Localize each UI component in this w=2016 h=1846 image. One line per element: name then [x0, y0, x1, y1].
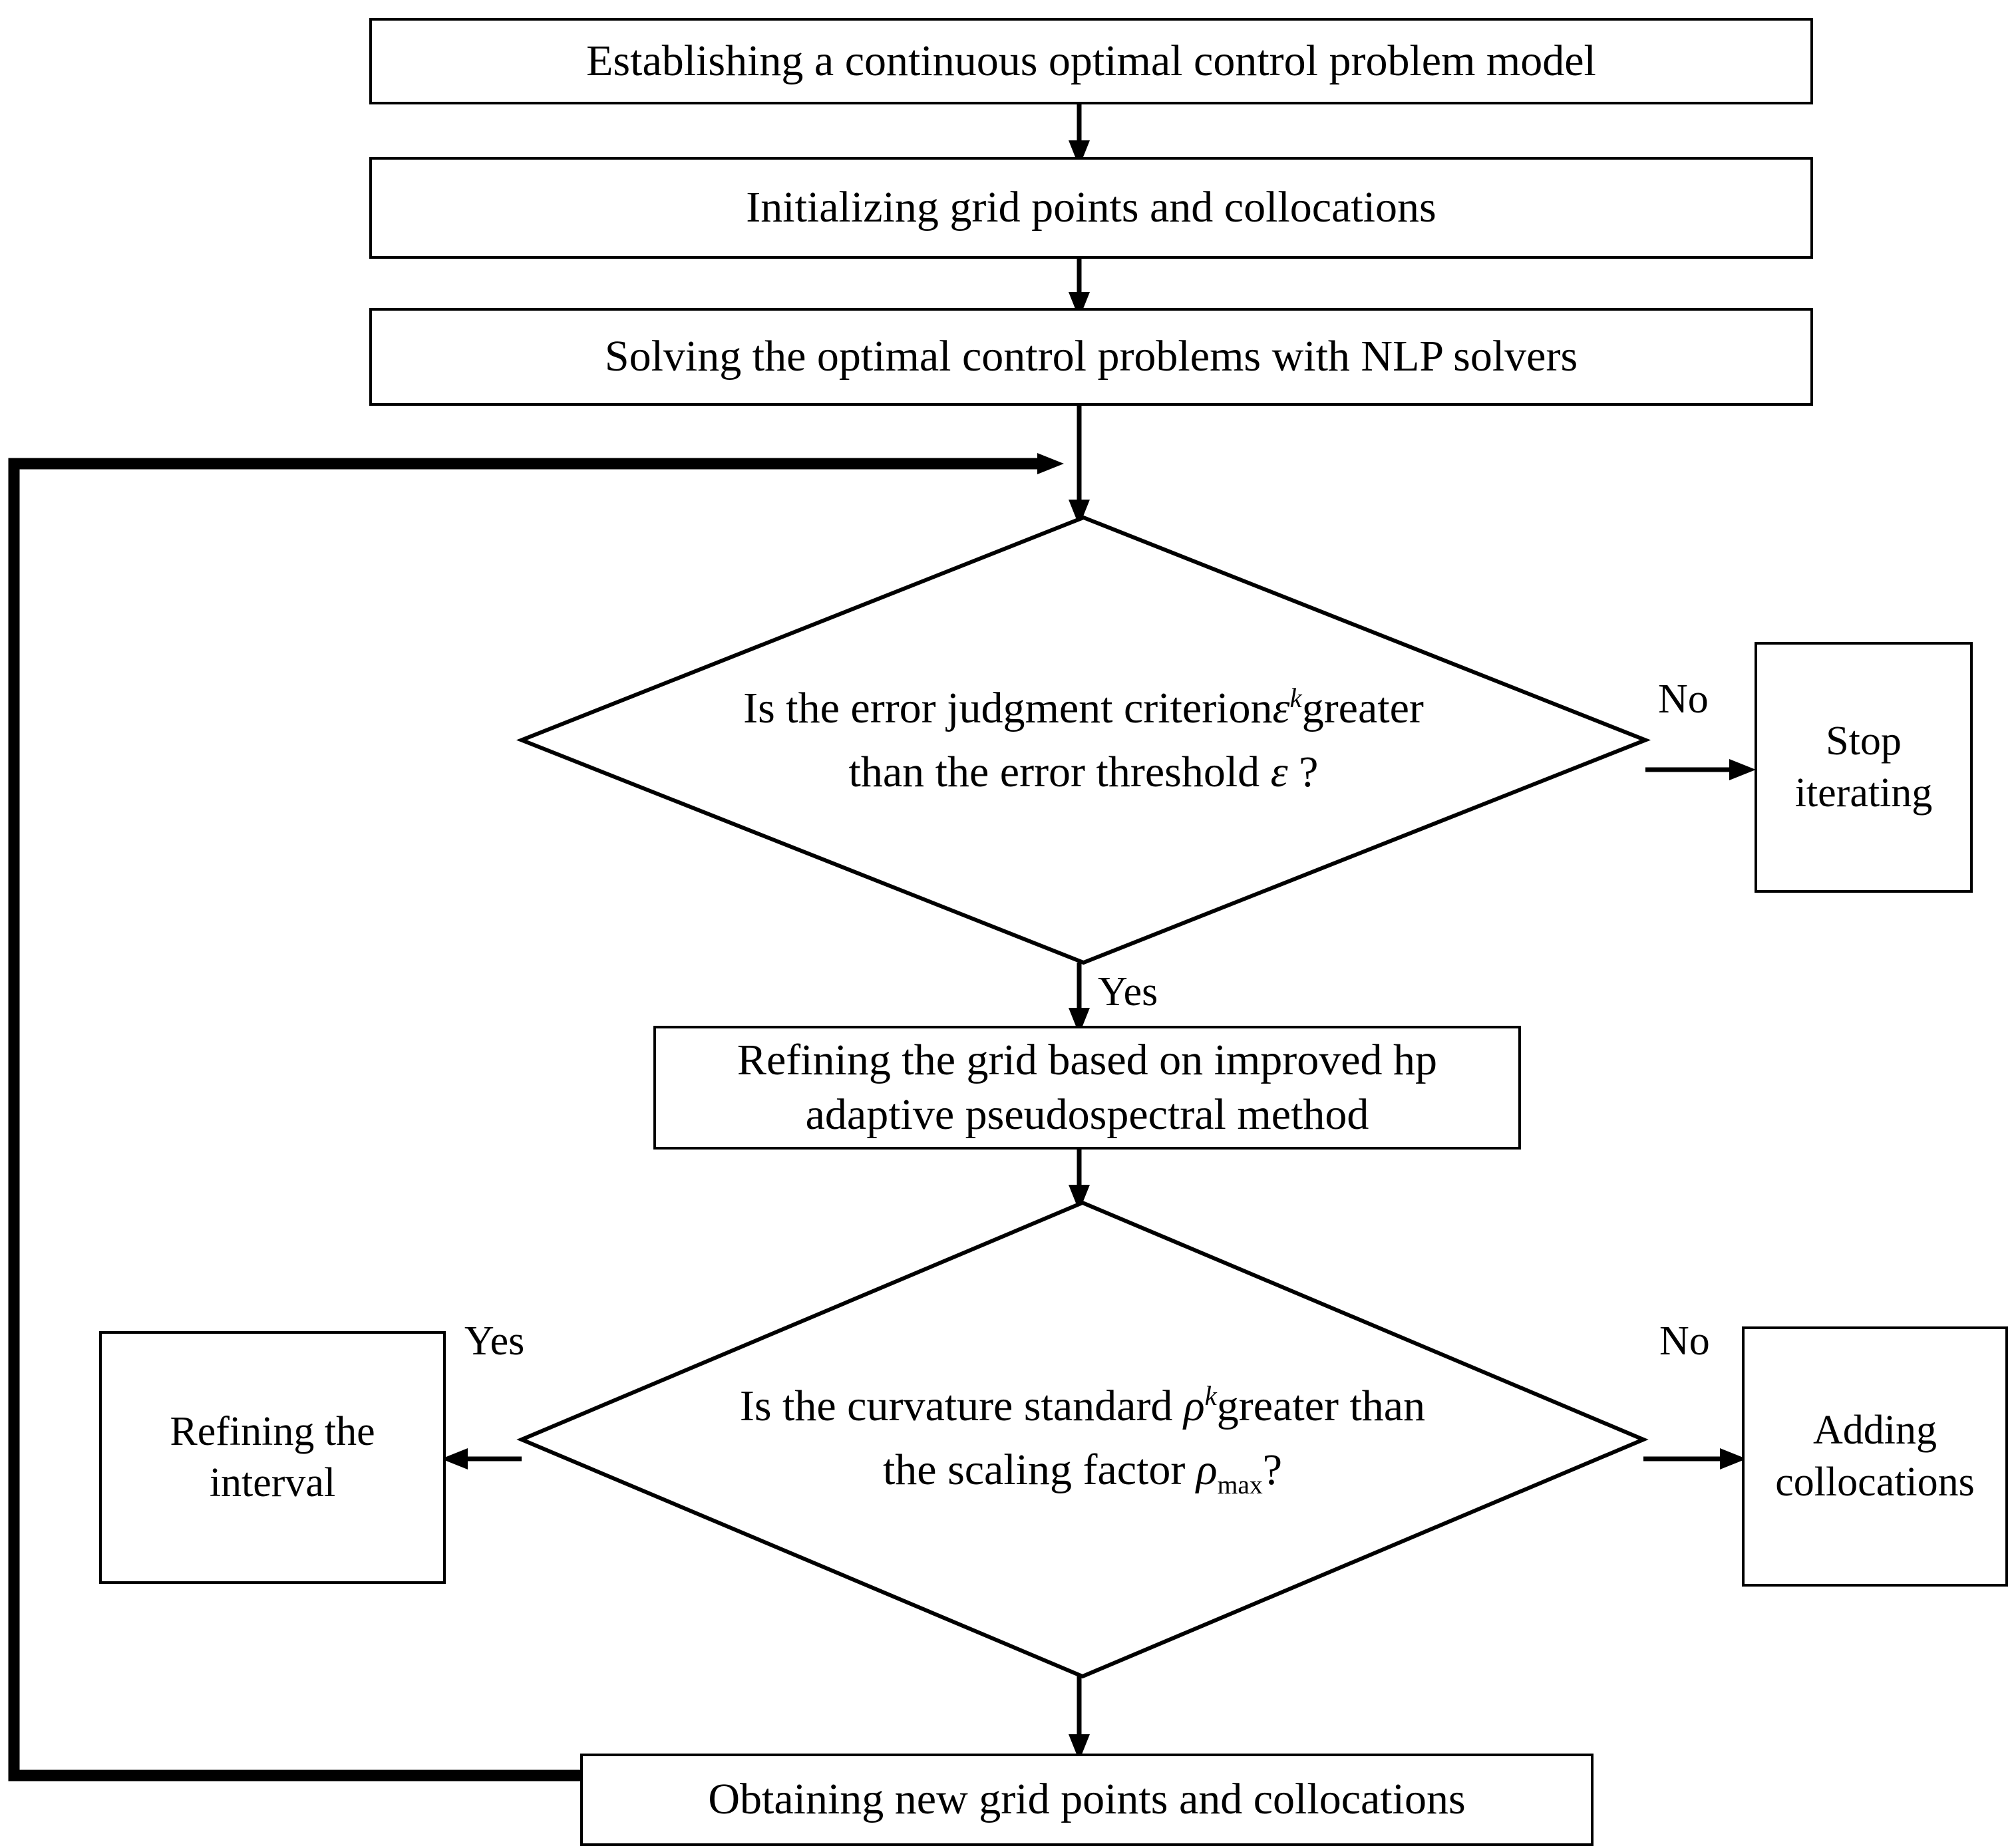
node-refine-interval[interactable]: Refining the interval [99, 1331, 446, 1584]
edge-feedback-loop [8, 453, 1064, 1781]
error-decision-outline [516, 515, 1651, 965]
node-solve-nlp-label: Solving the optimal control problems wit… [604, 332, 1578, 381]
node-obtain-new-grid[interactable]: Obtaining new grid points and collocatio… [580, 1754, 1594, 1846]
node-initialize-grid[interactable]: Initializing grid points and collocation… [369, 157, 1813, 259]
edge-label-curvature-no: No [1659, 1320, 1710, 1362]
node-stop-iterating-label: Stop iterating [1794, 718, 1933, 816]
curvature-decision-outline [516, 1200, 1649, 1679]
node-error-decision[interactable]: Is the error judgment criterionεkgreater… [516, 515, 1651, 965]
node-refine-interval-label: Refining the interval [170, 1408, 375, 1506]
node-add-collocations-label: Adding collocations [1775, 1408, 1975, 1505]
edge-label-error-no: No [1658, 679, 1709, 720]
node-initialize-grid-label: Initializing grid points and collocation… [746, 183, 1436, 232]
edge-label-curvature-yes-text: Yes [464, 1318, 525, 1364]
node-obtain-new-grid-label: Obtaining new grid points and collocatio… [708, 1775, 1466, 1824]
node-solve-nlp[interactable]: Solving the optimal control problems wit… [369, 308, 1813, 406]
node-stop-iterating[interactable]: Stop iterating [1755, 642, 1973, 893]
node-curvature-decision[interactable]: Is the curvature standard ρkgreater than… [516, 1200, 1649, 1679]
edge-label-error-yes-text: Yes [1098, 969, 1158, 1014]
node-establish-model-label: Establishing a continuous optimal contro… [586, 36, 1596, 85]
edge-label-error-yes: Yes [1098, 971, 1158, 1012]
node-add-collocations[interactable]: Adding collocations [1742, 1326, 2008, 1587]
node-establish-model[interactable]: Establishing a continuous optimal contro… [369, 18, 1813, 104]
edge-label-curvature-no-text: No [1659, 1318, 1710, 1364]
edge-label-error-no-text: No [1658, 677, 1709, 722]
node-refine-grid-label: Refining the grid based on improved hp a… [737, 1035, 1438, 1140]
edge-label-curvature-yes: Yes [464, 1320, 524, 1362]
node-refine-grid[interactable]: Refining the grid based on improved hp a… [653, 1026, 1521, 1150]
